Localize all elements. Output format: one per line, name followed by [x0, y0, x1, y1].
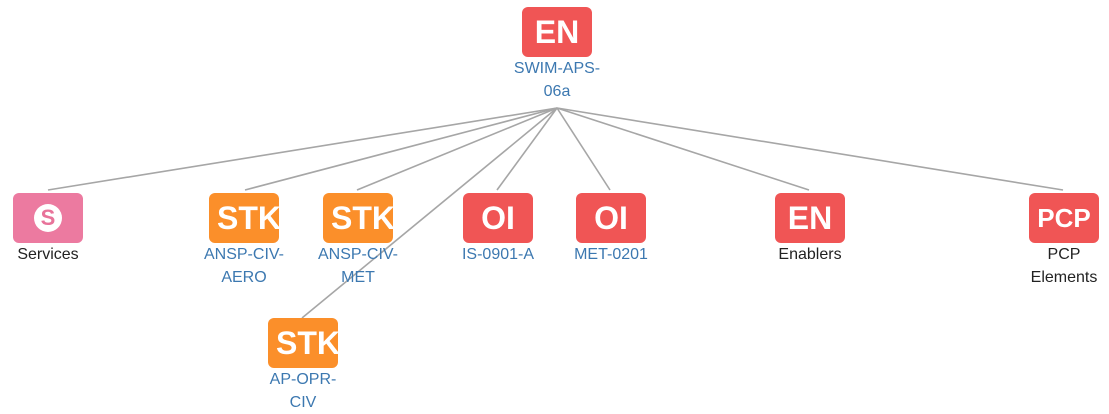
node-oi-met[interactable]: OI MET-0201 [536, 193, 686, 266]
services-label[interactable]: Services [17, 246, 79, 263]
edge-root-services [47, 107, 558, 191]
edge-root-stk-aero [244, 107, 558, 191]
node-stk-apopr[interactable]: STK AP-OPR-CIV [228, 318, 378, 414]
stk-aero-label[interactable]: ANSP-CIV-AERO [203, 246, 284, 286]
edge-root-enablers [556, 107, 810, 191]
node-root[interactable]: EN SWIM-APS-06a [482, 7, 632, 103]
stk-met-label[interactable]: ANSP-CIV-MET [317, 246, 398, 286]
stk-apopr-label[interactable]: AP-OPR-CIV [269, 371, 337, 411]
node-oi-is[interactable]: OI IS-0901-A [423, 193, 573, 266]
services-icon: S [34, 204, 62, 232]
edge-root-oi-is [496, 107, 558, 191]
root-label[interactable]: SWIM-APS-06a [513, 60, 601, 100]
stk-aero-badge[interactable]: STK [209, 193, 281, 243]
root-en-badge[interactable]: EN [522, 7, 592, 57]
edge-root-stk-apopr [301, 107, 558, 319]
oi-is-badge[interactable]: OI [463, 193, 533, 243]
services-badge[interactable]: S [13, 193, 83, 243]
edge-root-oi-met [556, 107, 611, 191]
pcp-label[interactable]: PCP Elements [1030, 246, 1098, 286]
oi-met-label[interactable]: MET-0201 [574, 246, 648, 263]
edge-root-stk-met [356, 107, 558, 191]
stk-met-badge[interactable]: STK [323, 193, 395, 243]
node-enablers[interactable]: EN Enablers [735, 193, 885, 266]
pcp-badge[interactable]: PCP [1029, 193, 1099, 243]
oi-is-label[interactable]: IS-0901-A [461, 246, 535, 263]
edge-root-pcp [556, 107, 1064, 191]
enablers-badge[interactable]: EN [775, 193, 845, 243]
enablers-label[interactable]: Enablers [778, 246, 842, 263]
node-pcp[interactable]: PCP PCP Elements [989, 193, 1109, 289]
node-stk-met[interactable]: STK ANSP-CIV-MET [283, 193, 433, 289]
stk-apopr-badge[interactable]: STK [268, 318, 340, 368]
oi-met-badge[interactable]: OI [576, 193, 646, 243]
node-stk-aero[interactable]: STK ANSP-CIV-AERO [169, 193, 319, 289]
node-services[interactable]: S Services [0, 193, 123, 266]
